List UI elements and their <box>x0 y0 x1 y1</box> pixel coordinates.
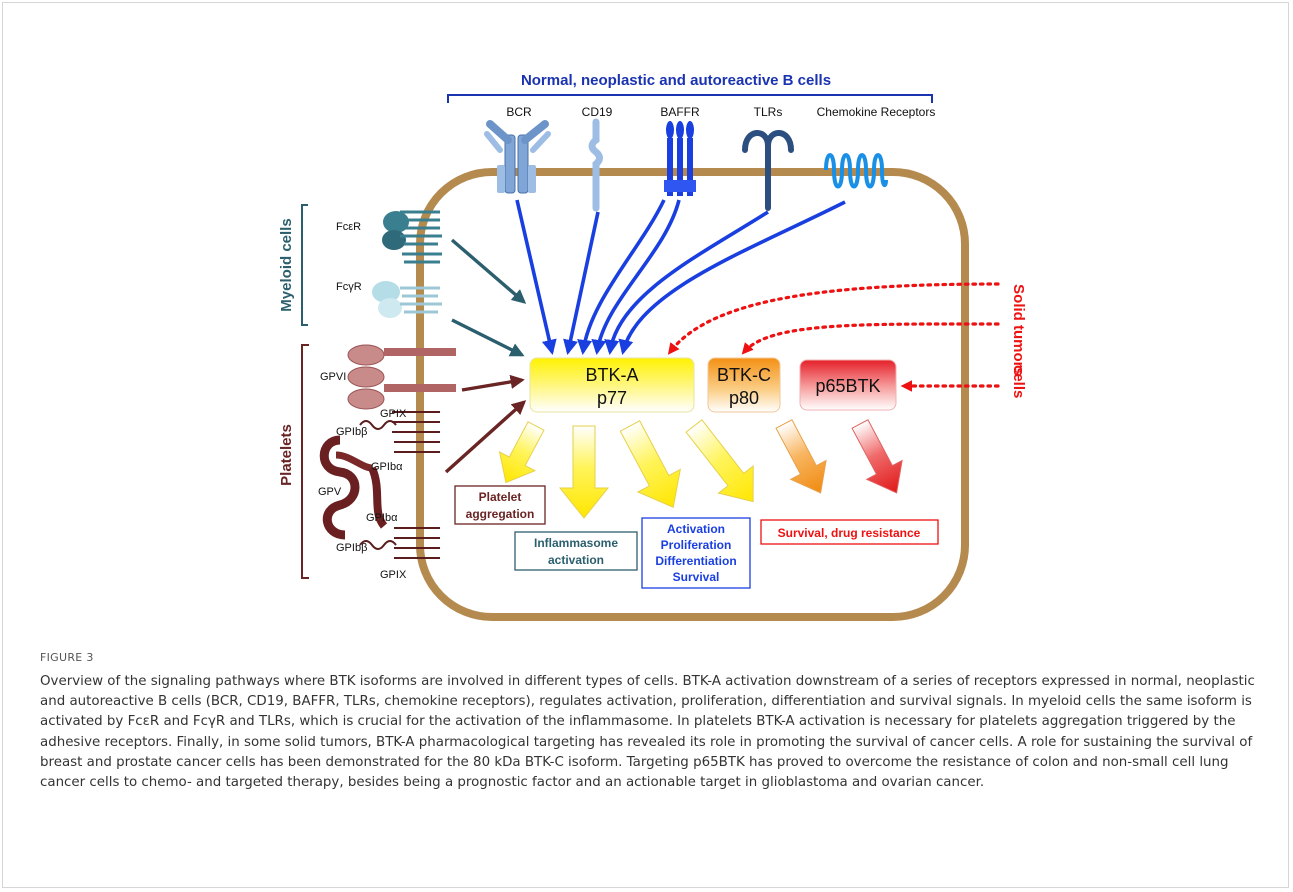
fcer-arrow <box>450 238 527 304</box>
btka-box: BTK-A p77 <box>529 357 695 413</box>
myeloid-bracket <box>301 204 308 326</box>
bcr-receptor-icon <box>484 120 551 194</box>
gpvi-label: GPVI <box>320 371 346 383</box>
platelet-aggregation-box: Platelet aggregation <box>454 485 546 525</box>
gpvi-receptor-icon <box>347 344 456 410</box>
cd19-receptor-icon <box>588 118 603 212</box>
gpib-complex-icon <box>319 411 440 559</box>
survival-drug-resistance-text: Survival, drug resistance <box>778 526 921 540</box>
btka-size: p77 <box>597 388 627 408</box>
inflammasome-line2: activation <box>548 553 604 567</box>
btk-signaling-diagram: Normal, neoplastic and autoreactive B ce… <box>278 72 1027 621</box>
fcer-receptor-icon <box>382 210 442 264</box>
gpiba-top-label: GPIbα <box>371 461 403 473</box>
gpix-top-label: GPIX <box>380 408 407 420</box>
activation-line3: Differentiation <box>655 554 736 568</box>
inflammasome-line1: Inflammasome <box>534 536 618 550</box>
activation-line4: Survival <box>673 570 720 584</box>
btka-name: BTK-A <box>585 365 638 385</box>
p65btk-box: p65BTK <box>799 359 897 411</box>
tumor-signal-arrows <box>667 282 1000 392</box>
receptor-label-cd19: CD19 <box>582 105 613 119</box>
gpibb-top-label: GPIbβ <box>336 426 367 438</box>
baffr-receptor-icon <box>664 121 696 196</box>
receptor-label-chemokine: Chemokine Receptors <box>817 105 936 119</box>
platelet-aggregation-line1: Platelet <box>479 490 522 504</box>
fcgr-receptor-icon <box>372 281 442 318</box>
gpv-label: GPV <box>318 486 342 498</box>
gpiba-bottom-label: GPIbα <box>366 512 398 524</box>
downstream-arrow-activation <box>619 420 681 508</box>
btkc-box: BTK-C p80 <box>707 357 781 413</box>
activation-line2: Proliferation <box>661 538 732 552</box>
btkc-size: p80 <box>729 388 759 408</box>
downstream-arrow-inflammasome <box>558 425 610 519</box>
solid-tumors-cells-label: cells <box>1010 365 1027 398</box>
fcgr-label: FcγR <box>336 281 362 293</box>
platelet-aggregation-line2: aggregation <box>466 507 535 521</box>
gpvi-arrow <box>461 374 525 392</box>
downstream-arrow-btkc <box>775 419 827 494</box>
downstream-arrow-platelet <box>498 421 545 484</box>
figure-label: FIGURE 3 <box>40 651 94 664</box>
tlr-receptor-icon <box>742 130 794 211</box>
fcer-label: FcεR <box>336 221 361 233</box>
bcell-group-bracket <box>447 94 933 103</box>
receptor-label-bcr: BCR <box>506 105 532 119</box>
downstream-arrow-btka-survival <box>685 419 754 503</box>
gpib-arrow <box>444 400 527 474</box>
solid-tumors-label: Solid tumors <box>1010 284 1027 376</box>
fcgr-arrow <box>451 318 525 357</box>
btkc-name: BTK-C <box>717 365 771 385</box>
platelets-bracket <box>301 344 309 579</box>
bcell-signal-arrows <box>515 199 846 355</box>
myeloid-label: Myeloid cells <box>278 218 295 311</box>
activation-outcome-box: Activation Proliferation Differentiation… <box>641 517 751 589</box>
chemokine-receptor-icon <box>824 153 888 189</box>
gpix-bottom-label: GPIX <box>380 569 407 581</box>
figure-caption: Overview of the signaling pathways where… <box>40 674 1255 791</box>
survival-drug-resistance-box: Survival, drug resistance <box>760 519 939 545</box>
activation-line1: Activation <box>667 522 725 536</box>
inflammasome-activation-box: Inflammasome activation <box>514 531 638 571</box>
downstream-arrow-p65btk <box>851 419 903 494</box>
receptor-label-baffr: BAFFR <box>660 105 700 119</box>
bcell-group-title: Normal, neoplastic and autoreactive B ce… <box>521 72 831 89</box>
platelets-label: Platelets <box>278 424 295 486</box>
receptor-label-tlrs: TLRs <box>754 105 783 119</box>
p65btk-name: p65BTK <box>815 376 880 396</box>
gpibb-bottom-label: GPIbβ <box>336 542 367 554</box>
